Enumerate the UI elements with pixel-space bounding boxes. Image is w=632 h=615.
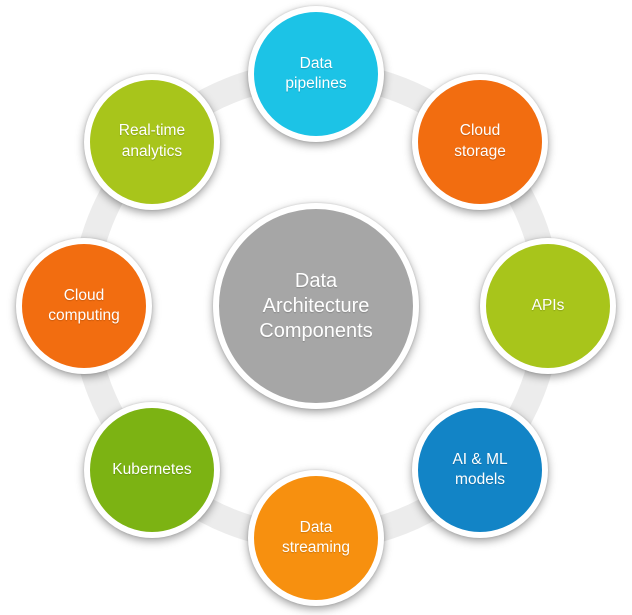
node-cloud-computing: Cloud computing — [16, 238, 152, 374]
node-label: Data pipelines — [285, 54, 347, 92]
node-label: APIs — [531, 296, 565, 314]
node-ai-ml-models: AI & ML models — [412, 402, 549, 539]
node-kubernetes: Kubernetes — [83, 402, 220, 539]
node-label: Data streaming — [281, 518, 351, 556]
node-label: Cloud computing — [48, 286, 120, 324]
node-apis: APIs — [480, 238, 616, 374]
node-cloud-storage: Cloud storage — [412, 73, 549, 210]
node-label: AI & ML models — [452, 450, 508, 489]
node-label: Real-time analytics — [118, 122, 186, 160]
node-real-time-analytics: Real-time analytics — [83, 73, 220, 210]
node-data-streaming: Data streaming — [248, 470, 384, 606]
center-node: Data Architecture Components — [213, 203, 419, 409]
node-label: Cloud storage — [454, 122, 506, 160]
node-label: Kubernetes — [112, 460, 192, 478]
center-label: Data Architecture Components — [259, 269, 373, 342]
node-data-pipelines: Data pipelines — [248, 6, 384, 142]
